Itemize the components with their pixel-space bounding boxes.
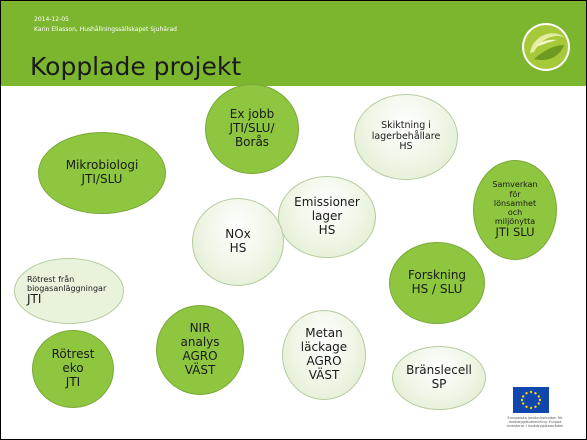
bubble-line: HS [399,141,413,153]
slide-author: Karin Eliasson, Hushållningssällskapet S… [34,26,177,33]
bubble-line: Samverkan [492,180,538,190]
bubble-line: Borås [234,134,270,149]
bubble-samverkan: Samverkan för lönsamhet och miljönytta J… [473,160,557,260]
bubble-line: AGRO [182,349,218,363]
bubble-metan: Metan läckage AGRO VÄST [282,310,366,400]
bubble-nir: NIR analys AGRO VÄST [156,305,244,395]
bubble-branslecell: Bränslecell SP [392,346,486,410]
bubble-line: SP [431,377,447,391]
bubble-line: Skiktning i [381,119,431,131]
bubble-line: analys [180,335,220,350]
slide-date: 2014-12-05 [34,16,69,23]
bubble-skiktning: Skiktning i lagerbehållare HS [354,94,458,180]
hushallningssallskapet-logo [522,23,570,71]
bubble-line: för [509,189,521,199]
bubble-line: biogasanläggningar [27,284,107,294]
bubble-line: JTI/SLU/ [229,121,275,136]
bubble-line: Rötrest [51,347,95,362]
bubble-line: och [507,207,523,217]
bubble-line: JTI [65,374,81,389]
bubble-line: Metan [305,326,343,341]
bubble-ex-jobb: Ex jobb JTI/SLU/ Borås [205,84,299,174]
bubble-line: JTI/SLU [81,172,123,186]
bubble-line: NIR [189,321,211,336]
bubble-line: Rötrest från [27,274,75,284]
bubble-line: Emissioner [294,195,360,210]
bubble-line: JTI [27,292,42,307]
bubble-forskning: Forskning HS / SLU [389,242,485,324]
bubble-line: Forskning [407,268,467,283]
eu-logo-caption: Europeiska jordbruksfonden för landsbygd… [506,416,564,429]
slide-title: Kopplade projekt [30,52,242,81]
bubble-line: JTI SLU [495,225,535,240]
bubble-line: HS [229,241,247,255]
bubble-nox: NOx HS [192,198,284,286]
bubble-line: HS / SLU [411,282,463,296]
bubble-rotrest-biogas: Rötrest från biogasanläggningar JTI [14,258,124,324]
bubble-line: Ex jobb [229,107,275,122]
bubble-line: VÄST [184,362,216,377]
eu-flag-icon [513,387,549,413]
bubble-line: HS [318,222,336,237]
bubble-line: lager [311,209,343,224]
bubble-line: NOx [225,227,251,242]
bubble-mikrobiologi: Mikrobiologi JTI/SLU [38,132,166,214]
bubble-line: lönsamhet [493,198,537,208]
bubble-rotrest-eko: Rötrest eko JTI [32,330,114,408]
bubble-line: eko [62,361,84,376]
bubble-line: miljönytta [494,217,536,227]
bubble-line: Mikrobiologi [65,158,139,173]
bubble-line: AGRO [306,354,342,368]
bubble-line: lagerbehållare [371,130,441,142]
bubble-line: läckage [300,340,348,355]
bubble-emissioner: Emissioner lager HS [278,176,376,258]
bubble-line: Bränslecell [406,363,472,378]
header-band: 2014-12-05 Karin Eliasson, Hushållningss… [0,0,587,86]
bubble-line: VÄST [308,367,340,382]
